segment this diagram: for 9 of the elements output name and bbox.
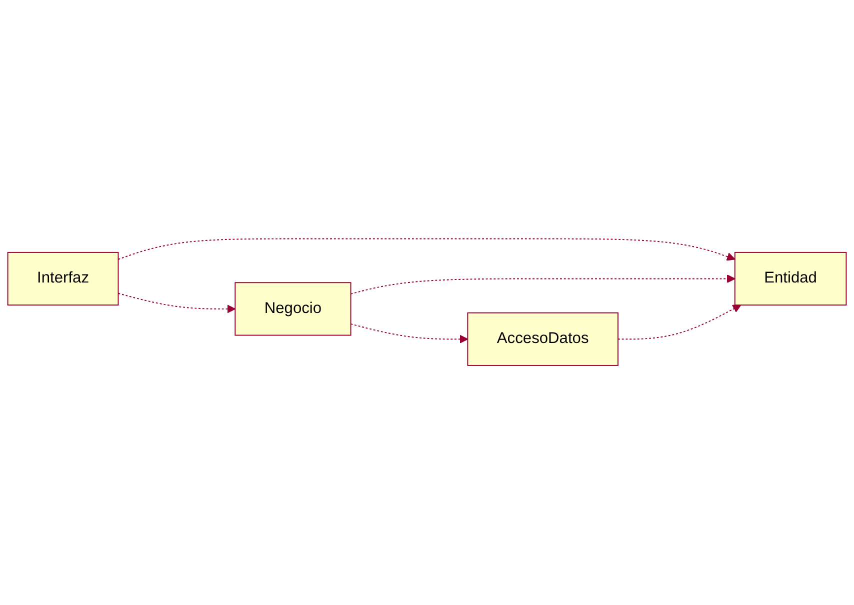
arrow [617,305,742,340]
node-box: Negocio [234,282,352,336]
node-box: AccesoDatos [467,312,618,366]
arrow [350,274,736,295]
arrow [118,293,236,314]
node-box: Interfaz [7,252,119,306]
arrow [118,238,736,262]
arrow [350,324,468,344]
node-box: Entidad [734,252,847,306]
